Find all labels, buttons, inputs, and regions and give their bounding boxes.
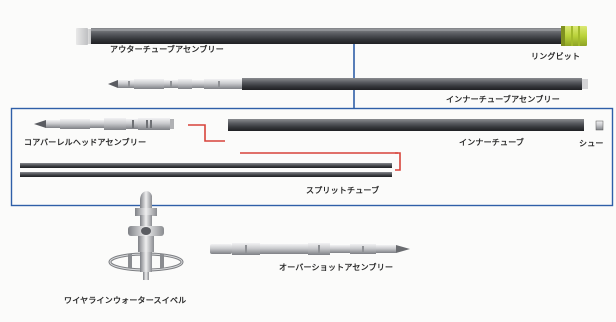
overshot-assembly-part [210,243,410,255]
label-shoe: シュー [579,139,604,148]
label-core-barrel-head-assembly: コアバーレルヘッドアセンブリー [24,138,147,147]
connector-inner-tube-to-split-tube [395,152,401,171]
label-split-tube: スプリットチューブ [306,186,380,195]
inner-tube-assembly-part [108,78,588,90]
label-outer-tube-assembly: アウターチューブアセンブリー [110,45,224,54]
assembly-frame [10,107,614,207]
shoe-part [595,120,604,131]
outer-tube-assembly-part [76,26,587,46]
label-inner-tube: インナーチューブ [459,138,525,147]
label-ring-bit: リングビット [531,52,581,61]
connector-head-to-inner-tube [188,124,225,142]
ring-bit-part [561,26,587,46]
inner-tube-part [228,119,584,131]
split-tube-part [20,163,392,177]
label-wireline-water-swivel: ワイヤラインウォータースイベル [64,296,187,305]
wireline-water-swivel-part [108,191,184,280]
core-barrel-head-assembly-part [34,118,174,130]
label-inner-tube-assembly: インナーチューブアセンブリー [446,95,560,104]
label-overshot-assembly: オーバーショットアセンブリー [279,263,394,272]
